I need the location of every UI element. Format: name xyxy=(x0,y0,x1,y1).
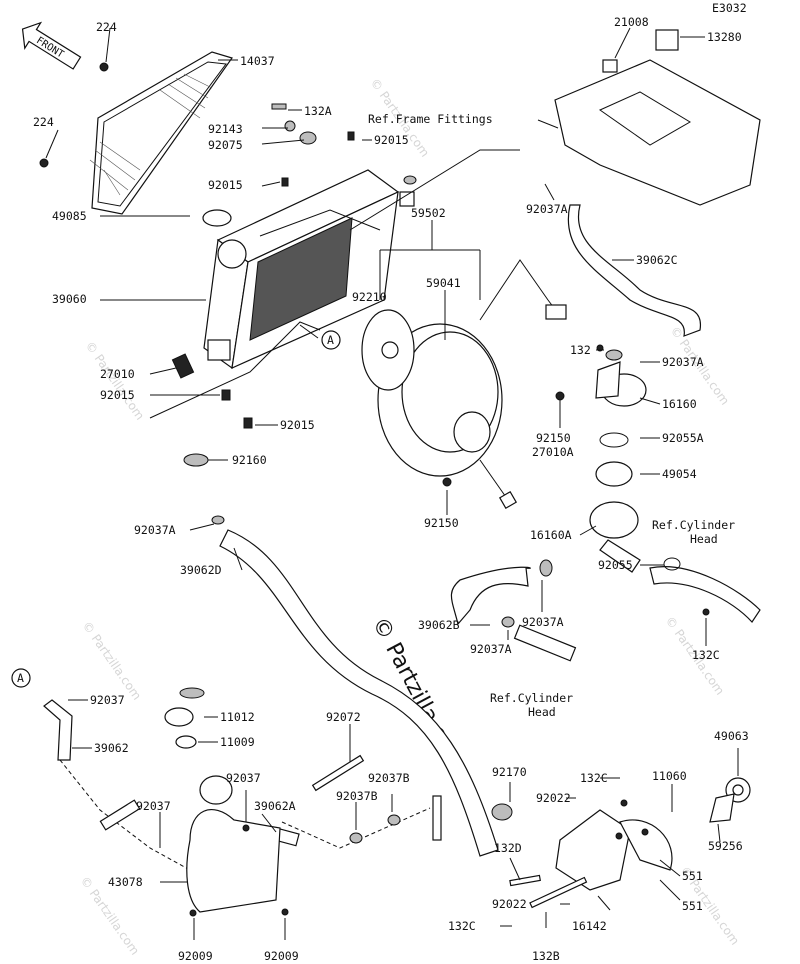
part-label: 92037 xyxy=(90,693,125,707)
fan-part xyxy=(361,259,567,510)
part-label: 11009 xyxy=(220,735,255,749)
bracket-part xyxy=(554,29,761,206)
part-label: 92160 xyxy=(232,453,267,467)
part-label: 59041 xyxy=(426,276,461,290)
part-label: 92015 xyxy=(374,133,409,147)
part-label: 16142 xyxy=(572,919,607,933)
part-label: 92055 xyxy=(598,558,633,572)
reservoir-tank-part xyxy=(164,707,281,913)
part-label: 39062B xyxy=(418,618,460,632)
part-label: 92022 xyxy=(536,791,571,805)
part-label: 39062 xyxy=(94,741,129,755)
ref-circle-a2: A xyxy=(11,668,31,688)
bolt-224b xyxy=(39,158,49,168)
part-label: 551 xyxy=(682,869,703,883)
part-label: 16160 xyxy=(662,397,697,411)
part-label: 11012 xyxy=(220,710,255,724)
front-arrow: FRONT xyxy=(21,21,82,70)
part-label: 92037A xyxy=(662,355,704,369)
part-label: 14037 xyxy=(240,54,275,68)
part-labels: 224 14037 224 132A 92143 92075 92015 920… xyxy=(33,15,749,963)
leader-lines xyxy=(45,27,739,940)
diagram-code: E3032 xyxy=(712,1,747,15)
part-label: 132A xyxy=(304,104,332,118)
ref-cylinder-head-2: Ref.Cylinder xyxy=(490,691,573,705)
ref-cylinder-head-1b: Head xyxy=(690,532,718,546)
part-label: 92037 xyxy=(226,771,261,785)
part-label: 49063 xyxy=(714,729,749,743)
water-pump-part xyxy=(311,754,751,909)
ref-cylinder-head-2b: Head xyxy=(528,705,556,719)
part-label: 92015 xyxy=(208,178,243,192)
part-label: 551 xyxy=(682,899,703,913)
radiator-part xyxy=(202,169,415,370)
part-label: 92037B xyxy=(368,771,410,785)
part-label: 92037A xyxy=(470,642,512,656)
part-label: 92210 xyxy=(352,290,387,304)
part-label: 92075 xyxy=(208,138,243,152)
part-label: 39060 xyxy=(52,292,87,306)
part-label: 43078 xyxy=(108,875,143,889)
ref-circle-a1: A xyxy=(321,330,341,350)
part-label: 27010A xyxy=(532,445,574,459)
part-label: 92009 xyxy=(178,949,213,963)
part-label: 92037B xyxy=(336,789,378,803)
hoses xyxy=(43,204,761,871)
svg-text:A: A xyxy=(327,333,334,347)
part-label: 92037A xyxy=(134,523,176,537)
part-label: 92037A xyxy=(526,202,568,216)
part-label: 13280 xyxy=(707,30,742,44)
part-label: 27010 xyxy=(100,367,135,381)
part-label: 92150 xyxy=(536,431,571,445)
part-label: 92072 xyxy=(326,710,361,724)
hardware xyxy=(171,103,710,917)
part-label: 39062D xyxy=(180,563,222,577)
part-label: 39062A xyxy=(254,799,296,813)
part-label: 92009 xyxy=(264,949,299,963)
part-label: 224 xyxy=(96,20,117,34)
thermostat-housing-part xyxy=(513,361,681,662)
svg-text:A: A xyxy=(17,671,24,685)
part-label: 39062C xyxy=(636,253,678,267)
part-label: 21008 xyxy=(614,15,649,29)
part-label: 92170 xyxy=(492,765,527,779)
part-label: 59256 xyxy=(708,839,743,853)
part-label: 92037A xyxy=(522,615,564,629)
part-label: 92055A xyxy=(662,431,704,445)
part-label: 132B xyxy=(532,949,560,963)
part-label: 49085 xyxy=(52,209,87,223)
part-label: 92015 xyxy=(280,418,315,432)
part-label: 92143 xyxy=(208,122,243,136)
bolt-224a xyxy=(99,62,109,72)
ref-frame-fittings: Ref.Frame Fittings xyxy=(368,112,493,126)
part-label: 59502 xyxy=(411,206,446,220)
part-label: 224 xyxy=(33,115,54,129)
part-label: 92015 xyxy=(100,388,135,402)
part-label: 49054 xyxy=(662,467,697,481)
part-label: 92037 xyxy=(136,799,171,813)
part-label: 11060 xyxy=(652,769,687,783)
ref-cylinder-head-1: Ref.Cylinder xyxy=(652,518,735,532)
part-label: 16160A xyxy=(530,528,572,542)
part-label: 132C xyxy=(580,771,608,785)
part-label: 132C xyxy=(692,648,720,662)
part-label: 92022 xyxy=(492,897,527,911)
radiator-screen-part xyxy=(89,51,233,215)
part-label: 132 xyxy=(570,343,591,357)
part-label: 132C xyxy=(448,919,476,933)
part-label: 92150 xyxy=(424,516,459,530)
watermark-small: © Partzilla.com xyxy=(80,619,145,703)
part-label: 132D xyxy=(494,841,522,855)
